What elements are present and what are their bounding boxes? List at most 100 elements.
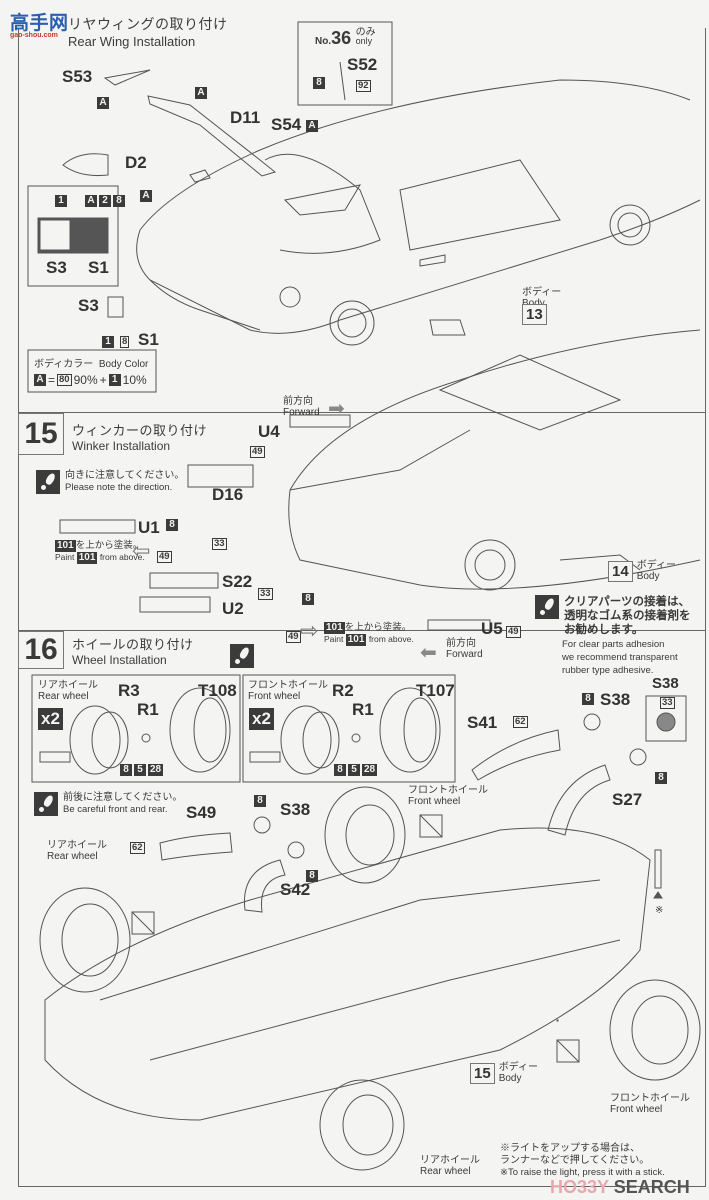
paint-note-en-pre: Paint	[324, 634, 344, 644]
equals: =	[48, 373, 56, 387]
paint-tag: 92	[356, 75, 371, 93]
part-label-s1: S1	[138, 330, 159, 349]
paint-note-en-post: from above.	[368, 634, 414, 644]
rear-wheel-en: Rear wheel	[420, 1166, 471, 1177]
paint-tag: 33	[258, 583, 273, 601]
tag-28: 28	[148, 764, 164, 776]
tag-5: 5	[348, 764, 360, 776]
paint-tag: 49	[286, 626, 301, 644]
body-ref-number: 14	[608, 560, 633, 582]
watermark-logo: 高手网 gao-shou.com	[10, 8, 69, 39]
paint-tag: 8	[254, 790, 266, 808]
rear-wheel-en: Rear wheel	[38, 691, 89, 702]
paint-tag: 8	[306, 865, 318, 883]
part-label-s42: S42	[280, 880, 311, 899]
step15-title: ウィンカーの取り付け Winker Installation	[72, 420, 207, 453]
paint-tag: 49	[250, 441, 265, 459]
tag-8: 8	[120, 336, 130, 348]
paint-tag: 1	[102, 331, 114, 349]
step14-title-jp: リヤウィングの取り付け	[68, 16, 228, 32]
step15-title-jp: ウィンカーの取り付け	[72, 423, 208, 438]
tag-49: 49	[250, 446, 265, 458]
body-ref-13: ボディー Body 13	[522, 287, 561, 325]
front-wheel-jp: フロントホイール	[610, 1093, 690, 1104]
body-color-en: Body Color	[98, 359, 149, 370]
label-rear-wheel-bottom: リアホイール Rear wheel	[420, 1155, 480, 1177]
part-label-s22: S22	[222, 572, 253, 591]
body-ref-en: Body	[522, 298, 561, 309]
only-prefix: No.	[315, 36, 332, 47]
tag-62: 62	[513, 716, 528, 728]
detail-label-s1: S1	[88, 258, 109, 277]
paint-tag: 62	[130, 837, 145, 855]
direction-note-jp: 向きに注意してください。	[65, 470, 185, 481]
tag-8: 8	[254, 795, 266, 807]
ratio-10: 10%	[122, 373, 147, 387]
tag-1: 1	[55, 195, 67, 207]
rear-wheel-tags: 8 5 28	[120, 764, 164, 776]
tag-a: A	[97, 97, 109, 109]
paint-note-jp: を上から塗装。	[344, 622, 412, 633]
body-color-jp: ボディカラー	[34, 359, 94, 370]
color-tag-a: A	[97, 92, 109, 110]
part-label-r3: R3	[118, 681, 140, 700]
body-color-formula: A = 80 90% + 1 10%	[34, 373, 147, 387]
paint-tag: 62	[513, 711, 528, 729]
tag-101: 101	[345, 634, 367, 646]
part-label-r2: R2	[332, 681, 354, 700]
light-note-jp-1: ※ライトをアップする場合は、	[500, 1143, 640, 1154]
caution-icon-wheels	[230, 644, 254, 673]
step16-title-jp: ホイールの取り付け	[72, 637, 194, 652]
tag-101: 101	[55, 540, 76, 552]
label-front-wheel-top: フロントホイール Front wheel	[408, 785, 488, 807]
part-label-s53: S53	[62, 67, 93, 86]
tag-49: 49	[286, 631, 301, 643]
tag-8: 8	[306, 870, 318, 882]
label-front-wheel-bottom: フロントホイール Front wheel	[610, 1093, 690, 1115]
watermark-hobbysearch: HO33Y SEARCH	[550, 1177, 690, 1198]
tag-49: 49	[157, 551, 172, 563]
part-label-s27: S27	[612, 790, 643, 809]
body-ref-en: Body	[498, 1073, 522, 1084]
tag-28: 28	[362, 764, 378, 776]
paint-tag: 8	[582, 688, 594, 706]
part-label-u2: U2	[222, 599, 244, 618]
body-ref-jp: ボディー	[636, 560, 676, 571]
paint-tag: 49	[506, 621, 521, 639]
paint-note-en-pre: Paint	[55, 552, 75, 562]
front-wheel-tags: 8 5 28	[334, 764, 378, 776]
body-ref-number: 13	[522, 304, 547, 325]
page-frame	[18, 28, 706, 1186]
tag-a: A	[306, 120, 318, 132]
part-label-s52: S52	[347, 55, 378, 74]
paint-tag: 33	[212, 533, 227, 551]
step16-number: 16	[18, 631, 64, 669]
rear-wheel-en: Rear wheel	[47, 851, 98, 862]
tag-8: 8	[655, 772, 667, 784]
rear-wheel-box-label: リアホイール Rear wheel	[38, 680, 98, 702]
paint-tag: 49	[157, 546, 172, 564]
step14-title: リヤウィングの取り付け Rear Wing Installation	[68, 14, 228, 49]
direction-note: 向きに注意してください。 Please note the direction.	[36, 470, 184, 494]
divider-step16	[18, 630, 706, 631]
paint-tag: 8	[166, 514, 178, 532]
part-label-d16: D16	[212, 485, 244, 504]
tag-62: 62	[130, 842, 145, 854]
tag-92: 92	[356, 80, 371, 92]
part-label-s41: S41	[467, 713, 498, 732]
rear-wheel-jp: リアホイール	[38, 680, 98, 691]
step16-title: ホイールの取り付け Wheel Installation	[72, 634, 194, 667]
only-jp: のみ	[355, 27, 376, 38]
front-rear-note: 前後に注意してください。 Be careful front and rear.	[34, 792, 182, 816]
color-tag-a: A	[306, 115, 318, 133]
clear-parts-note-en: For clear parts adhesion we recommend tr…	[562, 638, 678, 677]
light-note-jp-2: ランナーなどで押してください。	[500, 1155, 650, 1166]
light-raise-note: ※ライトをアップする場合は、 ランナーなどで押してください。 ※To raise…	[500, 1143, 665, 1179]
arrow-right-outline-icon: ⇨	[300, 618, 319, 643]
direction-note-en: Please note the direction.	[65, 482, 173, 493]
